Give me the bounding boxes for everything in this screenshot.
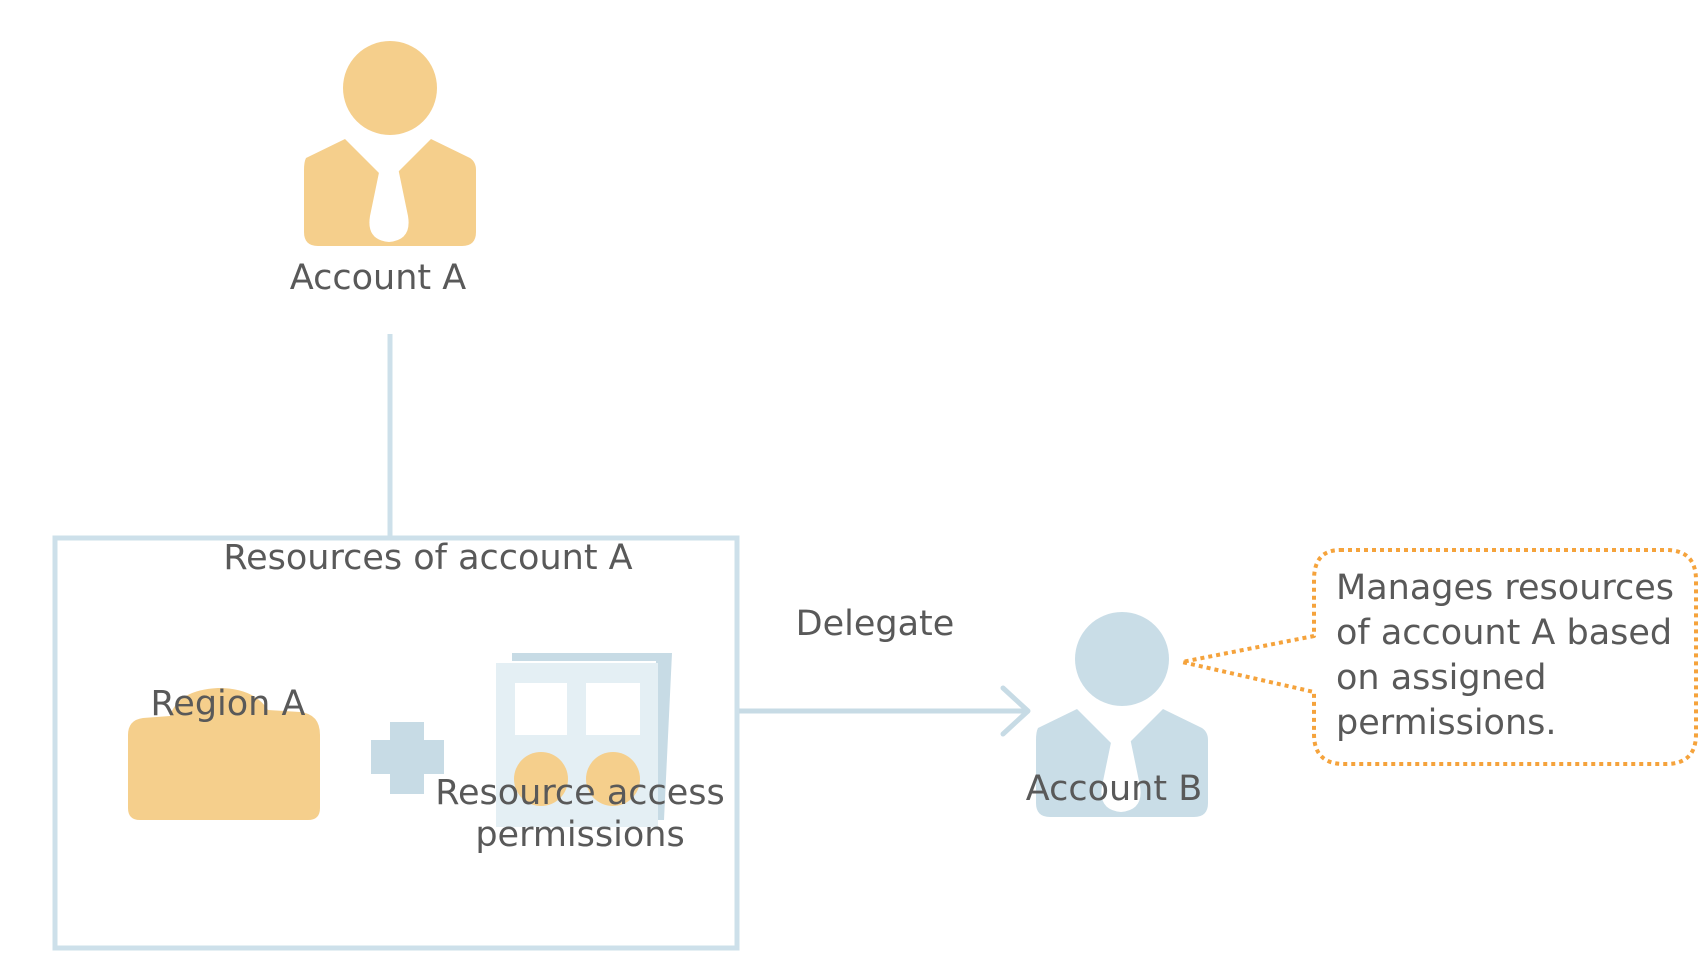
account-b-user-icon <box>1036 612 1208 817</box>
account-a-user-icon <box>304 41 476 246</box>
permissions-label: Resource access permissions <box>430 772 730 856</box>
permissions-label-line-2: permissions <box>475 815 685 855</box>
region-a-label: Region A <box>150 684 306 724</box>
callout-line-4: permissions. <box>1336 703 1557 743</box>
region-cloud-icon <box>128 688 320 820</box>
permissions-label-line-1: Resource access <box>435 773 725 813</box>
permissions-card-icon <box>496 653 672 827</box>
delegate-arrow <box>739 685 1031 737</box>
callout-line-1: Manages resources <box>1336 568 1675 608</box>
callout-line-2: of account A based <box>1336 613 1673 653</box>
callout-line-3: on assigned <box>1336 658 1547 698</box>
resources-box-title: Resources of account A <box>223 538 633 578</box>
delegate-label: Delegate <box>795 604 955 644</box>
callout-text: Manages resources of account A based on … <box>1336 566 1674 746</box>
plus-icon <box>371 722 444 794</box>
resources-box <box>52 535 740 951</box>
account-b-label: Account B <box>1025 769 1203 809</box>
account-a-label: Account A <box>289 258 467 298</box>
callout-bubble <box>1180 548 1698 766</box>
